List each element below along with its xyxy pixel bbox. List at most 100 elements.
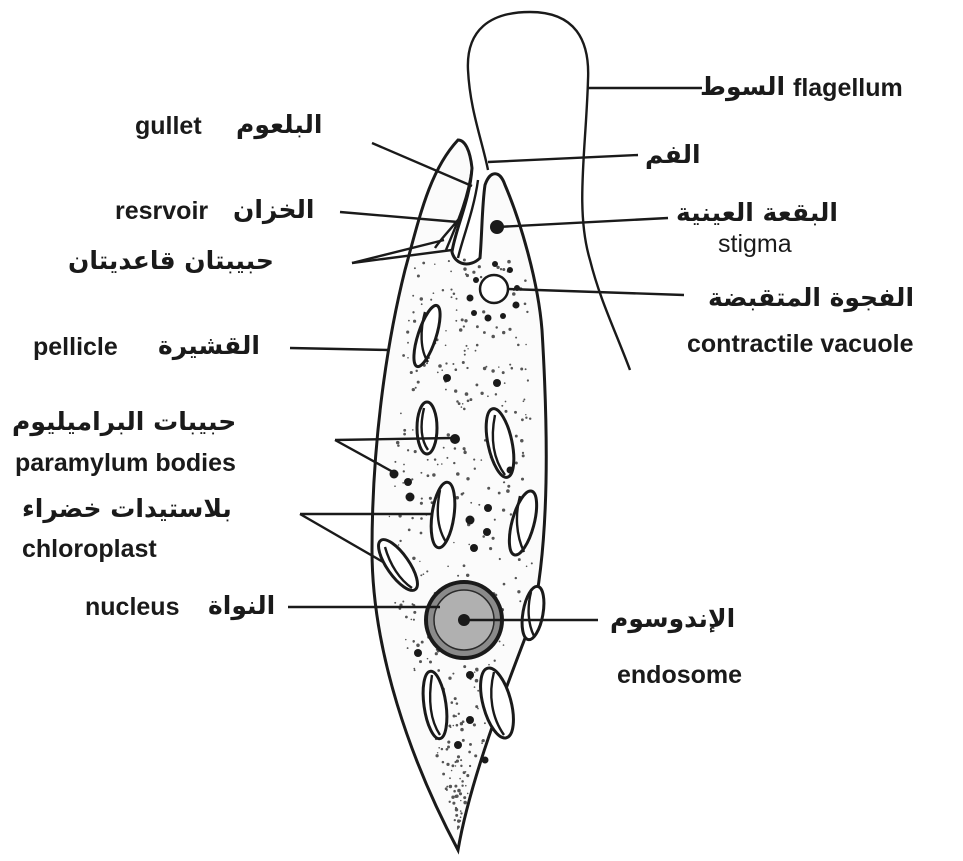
stipple-dot [522,452,524,454]
stipple-dot [525,417,527,419]
stipple-dot [453,725,455,727]
label-reservoir-ar: الخزان [233,195,314,224]
label-gullet-ar: البلعوم [236,110,322,139]
stipple-dot [403,429,406,432]
stipple-dot [456,309,458,311]
stipple-dot [421,303,423,305]
stipple-dot [461,406,463,408]
stipple-dot [449,777,451,779]
label-paramylum-ar: حبيبات البراميليوم [12,407,236,436]
stipple-dot [454,368,457,371]
stipple-dot [494,660,496,662]
stipple-dot [407,647,409,649]
label-nucleus-en: nucleus [85,593,179,622]
leader-pellicle [290,348,388,350]
stipple-dot [466,774,469,777]
stipple-dot [463,796,466,799]
stipple-dot [427,658,429,660]
stipple-dot [460,728,464,732]
stipple-dot [451,296,453,298]
stipple-dot [504,382,506,384]
stipple-dot [466,274,469,277]
stipple-dot [478,265,481,268]
stipple-dot [447,433,450,436]
stipple-dot [446,763,449,766]
stipple-dot [463,801,467,805]
stipple-dot [426,570,428,572]
stipple-dot [460,759,462,761]
stipple-dot [463,665,466,668]
stipple-dot [420,472,422,474]
stipple-dot [521,478,524,481]
stipple-dot [475,350,477,352]
stipple-dot [466,477,469,480]
stipple-dot [451,770,453,772]
stipple-dot [482,310,485,313]
stipple-dot [455,814,458,817]
stipple-dot [453,542,454,543]
stipple-dot [529,417,531,419]
stipple-dot [430,299,432,301]
stipple-dot [448,260,450,262]
stipple-dot [413,611,416,614]
stipple-dot [517,344,520,347]
stipple-dot [456,472,460,476]
stipple-dot [474,468,476,470]
stipple-dot [483,367,486,370]
stipple-dot [487,487,490,490]
stipple-dot [445,389,447,391]
stipple-dot [438,747,440,749]
stipple-dot [482,535,485,538]
stipple-dot [459,778,461,780]
stipple-dot [410,371,413,374]
stipple-dot [457,755,460,758]
stipple-dot [421,498,423,500]
stipple-dot [515,577,517,579]
stipple-dot [453,462,455,464]
stipple-dot [461,785,463,787]
stipple-dot [405,616,408,619]
label-contractile-vacuole-ar: الفجوة المتقبضة [708,283,914,312]
stipple-dot [420,532,423,535]
stipple-dot [463,451,466,454]
stipple-dot [454,761,456,763]
stipple-dot [525,414,526,415]
label-chloroplast-ar: بلاستيدات خضراء [22,494,232,523]
stipple-dot [457,819,460,822]
stipple-dot [412,603,414,605]
stipple-dot [394,485,396,487]
stipple-dot [413,619,415,621]
stipple-dot [420,502,423,505]
stipple-dot [515,435,518,438]
stipple-dot [412,295,414,297]
stipple-dot [481,740,483,742]
leader-chloroplast-2 [300,514,383,562]
stipple-dot [495,326,497,328]
stipple-dot [396,441,400,445]
stipple-dot [466,367,468,369]
stipple-dot [509,364,511,366]
stipple-dot [456,400,459,403]
stipple-dot [411,619,413,621]
label-chloroplast-en: chloroplast [22,535,157,564]
stipple-dot [467,348,468,349]
stipple-dot [447,565,449,567]
stipple-dot [414,267,416,269]
stipple-dot [462,739,465,742]
stipple-dot [448,677,451,680]
stipple-dot [412,311,414,313]
stipple-dot [476,344,479,347]
stipple-dot [457,789,461,793]
stipple-dot [437,669,440,672]
stipple-dot [461,780,464,783]
stipple-dot [472,271,475,274]
stipple-dot [446,457,448,459]
stipple-dot [407,342,409,344]
stipple-dot [502,268,505,271]
stipple-dot [415,370,417,372]
stipple-dot [468,751,471,754]
label-endosome-en: endosome [617,661,742,690]
stipple-dot [478,504,480,506]
stipple-dot [517,590,520,593]
stipple-dot [458,402,461,405]
